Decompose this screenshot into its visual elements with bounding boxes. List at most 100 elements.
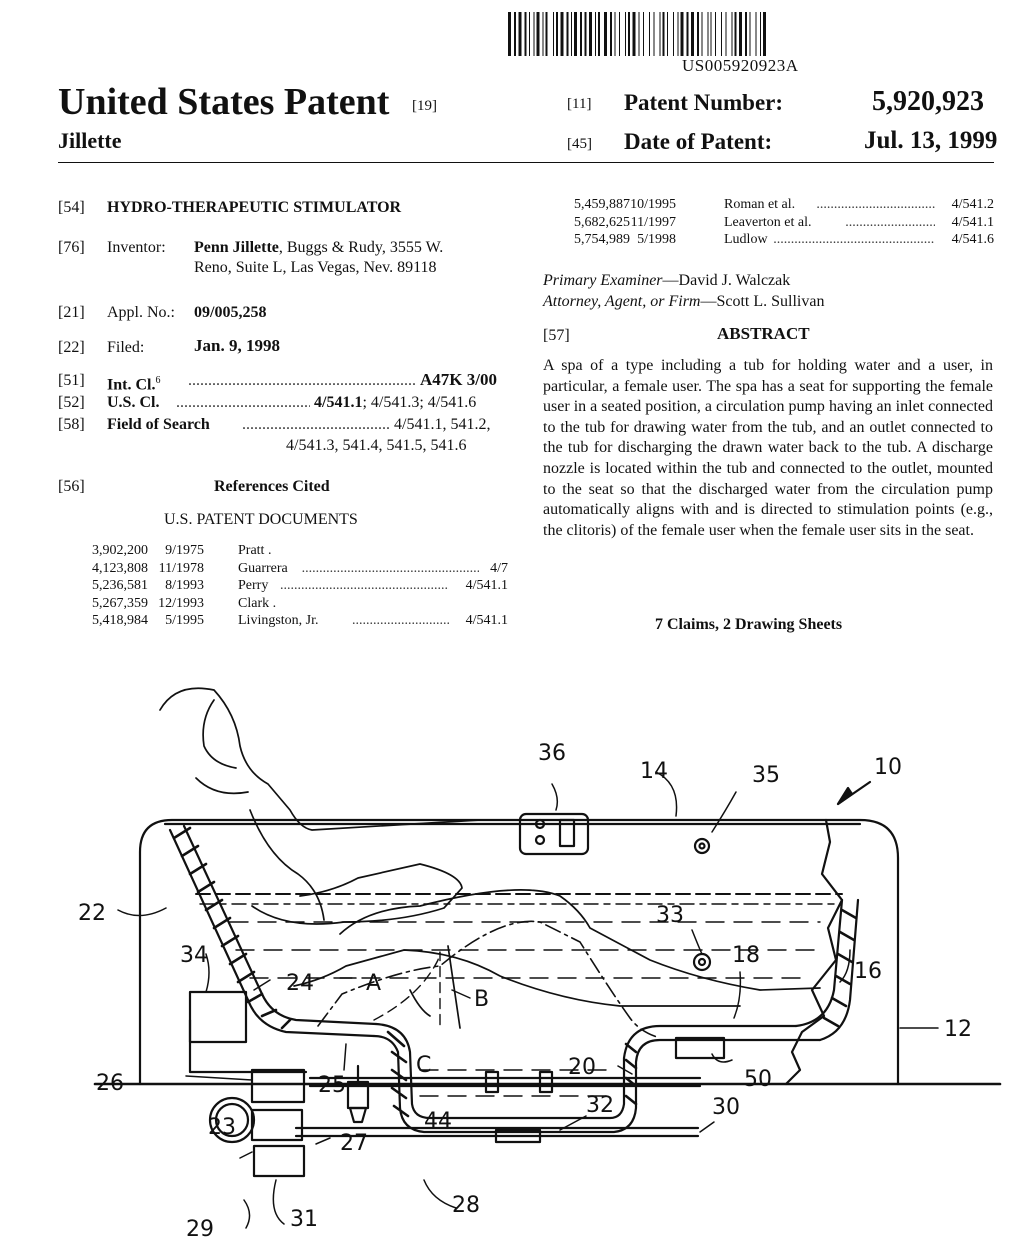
barcode-bar (610, 12, 612, 56)
barcode-bar (553, 12, 554, 56)
patent-number: 5,920,923 (872, 86, 984, 117)
filed-label: Filed: (107, 339, 145, 356)
barcode-bar (524, 12, 527, 56)
barcode-bar (680, 12, 684, 56)
reference-date: 5/1995 (165, 613, 204, 629)
intcl-tag: [51] (58, 372, 85, 389)
reference-class: 4/541.1 (951, 214, 994, 230)
reference-numeral: 31 (290, 1207, 318, 1232)
barcode-bar (625, 12, 626, 56)
reference-numeral: 34 (180, 943, 208, 968)
uscl-tag: [52] (58, 394, 85, 411)
reference-leader: ........................................… (301, 560, 480, 576)
patent-title: United States Patent (58, 81, 390, 123)
reference-class: 4/541.6 (951, 232, 994, 248)
abstract-tag: [57] (543, 327, 570, 344)
appl-number: 09/005,258 (194, 304, 267, 321)
inventor-tag: [76] (58, 239, 85, 256)
patent-number-tag: [11] (567, 96, 592, 112)
inventor-line-2: Reno, Suite L, Las Vegas, Nev. 89118 (194, 259, 437, 276)
pipe-28 (308, 1076, 702, 1088)
field-tag: [58] (58, 416, 85, 433)
reference-number: 5,459,887 (574, 197, 630, 212)
reference-number: 5,754,989 (574, 232, 630, 248)
reference-numeral: 28 (452, 1193, 480, 1218)
barcode-bar (604, 12, 607, 56)
field-label: Field of Search (107, 416, 210, 433)
reference-class: 4/7 (490, 560, 508, 576)
patent-date: Jul. 13, 1999 (864, 127, 998, 154)
barcode-bar (715, 12, 716, 56)
barcode-bar (638, 12, 640, 56)
barcode-bar (580, 12, 582, 56)
inventor-line-1: Penn Jillette, Buggs & Rudy, 3555 W. (194, 239, 444, 256)
appl-tag: [21] (58, 304, 85, 321)
barcode-bar (649, 12, 650, 56)
barcode-bar (701, 12, 703, 56)
barcode-bar (760, 12, 761, 56)
seat-back (168, 828, 376, 1038)
reference-numeral: A (366, 971, 381, 996)
reference-numeral: 18 (732, 943, 760, 968)
reference-numeral: 20 (568, 1055, 596, 1080)
field-line-1: 4/541.1, 541.2, (394, 416, 491, 433)
barcode-bar (536, 12, 540, 56)
barcode-bar (673, 12, 674, 56)
uscl-label: U.S. Cl. (107, 394, 160, 411)
attorney-line: Attorney, Agent, or Firm—Scott L. Sulliv… (543, 293, 825, 310)
intcl-value: A47K 3/00 (420, 370, 497, 389)
reference-number: 5,236,581 (92, 578, 148, 594)
reference-leader: ........................................… (280, 578, 449, 594)
claims-summary: 7 Claims, 2 Drawing Sheets (655, 616, 843, 633)
reference-numeral: 23 (208, 1115, 236, 1140)
examiner-line: Primary Examiner—David J. Walczak (543, 272, 791, 289)
reference-name: Ludlow (724, 232, 768, 248)
reference-class: 4/541.1 (465, 613, 508, 629)
reference-number: 5,418,984 (92, 613, 148, 629)
barcode-bar (677, 12, 679, 56)
reference-leader: ........................................… (816, 197, 935, 212)
title-field-tag: [54] (58, 199, 85, 216)
reference-numeral: 22 (78, 901, 106, 926)
barcode-bar (529, 12, 530, 56)
barcode-bar (619, 12, 620, 56)
barcode-bar (653, 12, 655, 56)
abstract-title: ABSTRACT (717, 324, 810, 343)
barcode-bar (598, 12, 600, 56)
barcode-bar (697, 12, 699, 56)
reference-numeral: 35 (752, 763, 780, 788)
reference-date: 12/1993 (158, 595, 204, 611)
barcode-bar (707, 12, 709, 56)
barcode-bar (589, 12, 592, 56)
date-tag: [45] (567, 136, 592, 152)
uscl-leader: ........................................… (176, 394, 310, 411)
barcode-bar (560, 12, 564, 56)
reference-numeral: 16 (854, 959, 882, 984)
reference-number: 4,123,808 (92, 560, 148, 576)
reference-numeral: 33 (656, 903, 684, 928)
barcode-bar (731, 12, 733, 56)
reference-numeral: 24 (286, 971, 314, 996)
barcode-bar (545, 12, 548, 56)
reference-numeral: 25 (318, 1073, 346, 1098)
reference-numeral: 50 (744, 1067, 772, 1092)
barcode-bar (763, 12, 766, 56)
reference-class: 4/541.1 (465, 578, 508, 594)
barcode-bar (755, 12, 757, 56)
refs-subtitle: U.S. PATENT DOCUMENTS (164, 511, 358, 528)
barcode-bar (745, 12, 747, 56)
reference-number: 5,267,359 (92, 595, 148, 611)
barcode-bar (710, 12, 712, 56)
field-line-2: 4/541.3, 541.4, 541.5, 541.6 (286, 437, 467, 454)
control-panel (518, 812, 590, 856)
barcode-bar (662, 12, 665, 56)
barcode-bar (566, 12, 569, 56)
barcode-bar (667, 12, 668, 56)
reference-name: Pratt . (238, 543, 272, 558)
refs-tag: [56] (58, 478, 85, 495)
reference-name: Leaverton et al. (724, 214, 812, 230)
filed-tag: [22] (58, 339, 85, 356)
reference-numeral: 26 (96, 1071, 124, 1096)
barcode-bar (518, 12, 522, 56)
